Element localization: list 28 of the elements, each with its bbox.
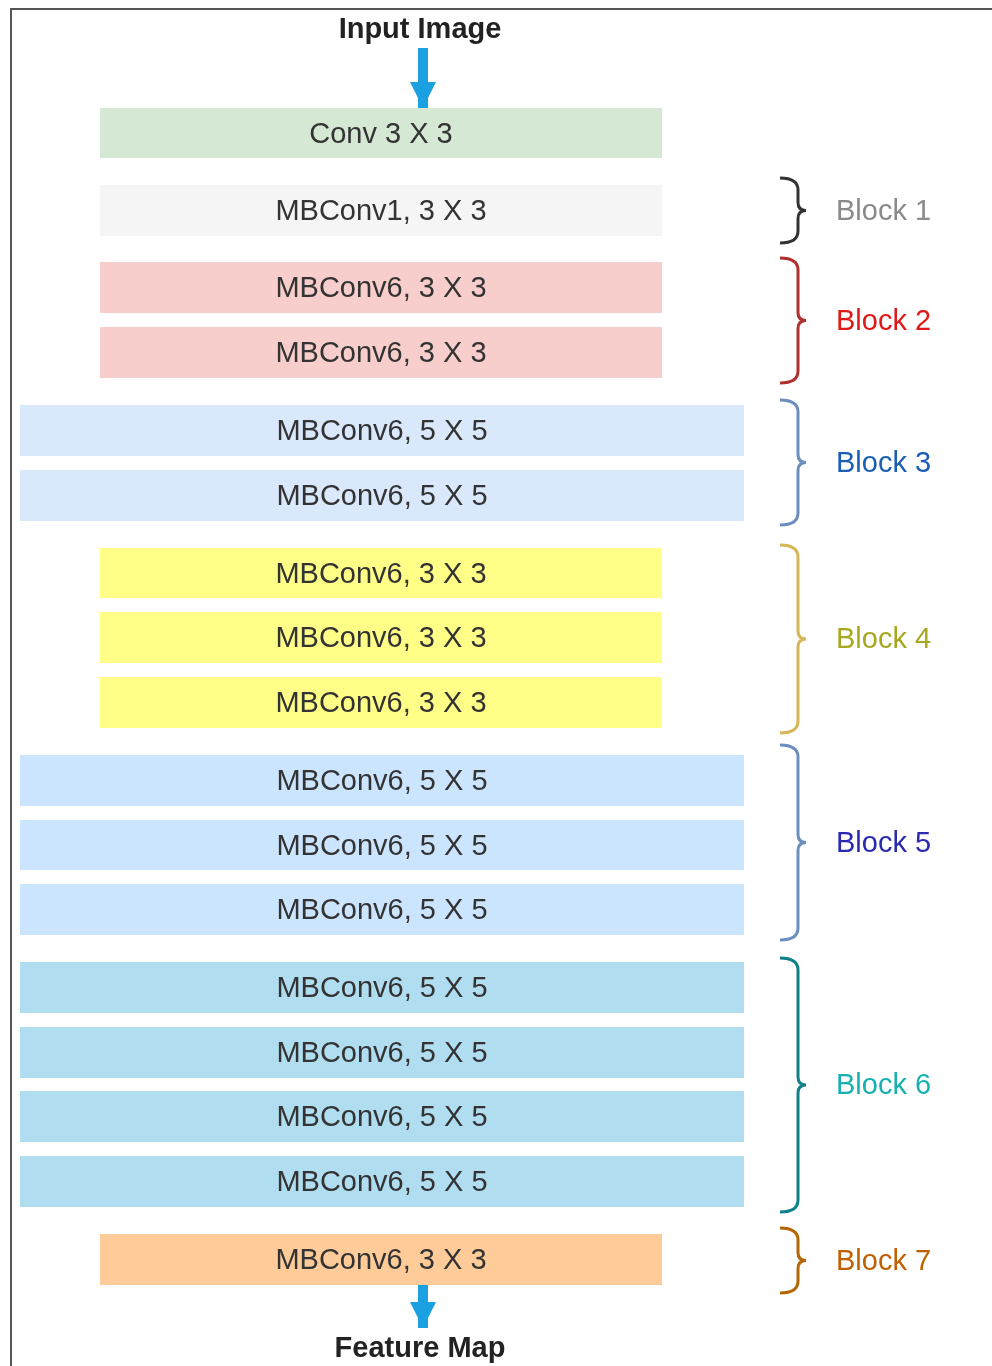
io-label: Feature Map: [220, 1328, 620, 1366]
layer-box: Conv 3 X 3: [100, 108, 662, 158]
layer-box: MBConv6, 3 X 3: [100, 548, 662, 598]
layer-box: MBConv6, 3 X 3: [100, 262, 662, 313]
layer-box: MBConv6, 5 X 5: [20, 962, 744, 1013]
arrow: [410, 48, 436, 108]
block-label: Block 4: [836, 622, 932, 655]
block-label: Block 1: [836, 193, 932, 227]
layer-box: MBConv6, 3 X 3: [100, 677, 662, 728]
block-label: Block 2: [836, 303, 932, 337]
layer-box: MBConv6, 5 X 5: [20, 1091, 744, 1142]
layer-box: MBConv6, 5 X 5: [20, 755, 744, 806]
block-label: Block 7: [836, 1243, 932, 1277]
block-label: Block 5: [836, 825, 932, 859]
layer-box: MBConv6, 5 X 5: [20, 470, 744, 521]
layer-box: MBConv6, 5 X 5: [20, 884, 744, 935]
layer-box: MBConv6, 5 X 5: [20, 820, 744, 870]
arrow: [410, 1285, 436, 1328]
block-label: Block 6: [836, 1068, 932, 1101]
layer-box: MBConv6, 5 X 5: [20, 1027, 744, 1078]
layer-box: MBConv6, 3 X 3: [100, 1234, 662, 1285]
layer-box: MBConv6, 3 X 3: [100, 327, 662, 378]
block-label: Block 3: [836, 445, 932, 479]
layer-box: MBConv6, 3 X 3: [100, 612, 662, 663]
layer-box: MBConv1, 3 X 3: [100, 185, 662, 236]
layer-box: MBConv6, 5 X 5: [20, 405, 744, 456]
io-label: Input Image: [220, 8, 620, 48]
layer-box: MBConv6, 5 X 5: [20, 1156, 744, 1207]
